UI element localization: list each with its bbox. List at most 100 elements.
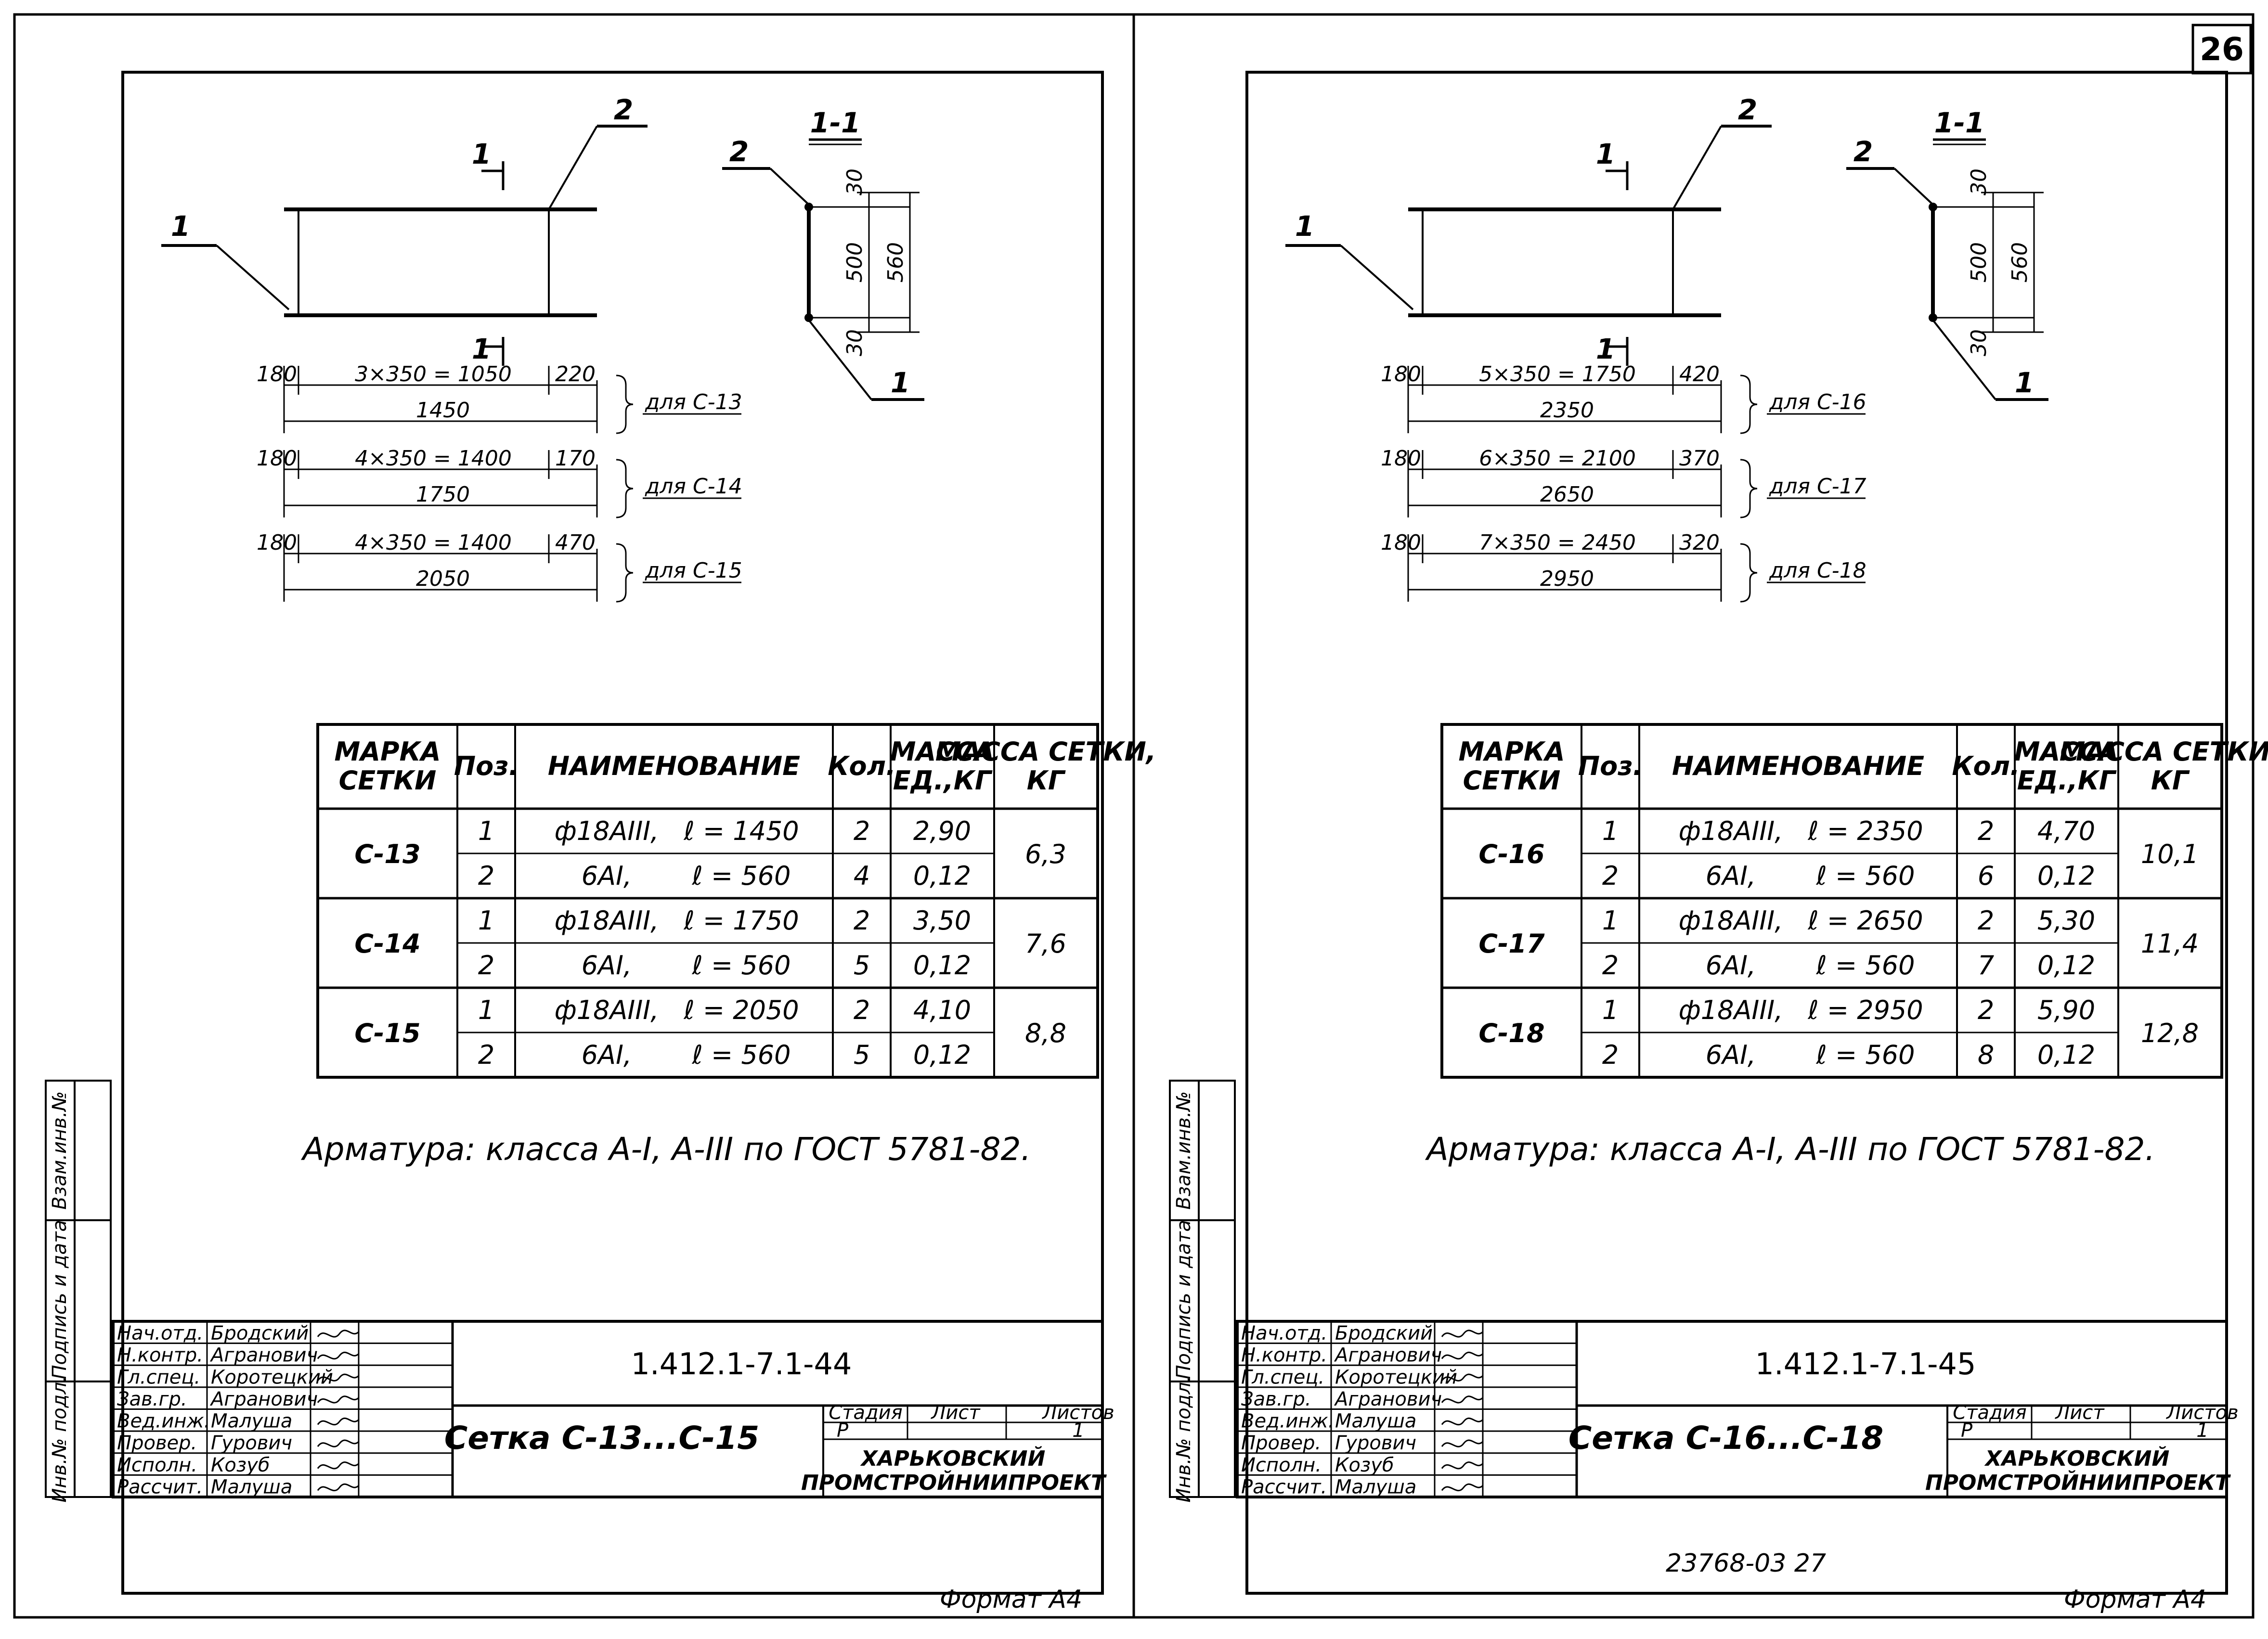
row-name: 6АI, [1706,861,1756,891]
dim-bar-spacing: 4×350 = 1400 [355,446,512,471]
side-label-replace: Взам.инв.№ [49,1091,71,1210]
stamp-name: Агранович [209,1344,318,1367]
row-quantity: 2 [1978,816,1994,846]
stage-header: Стадия [829,1402,902,1424]
organization-line-2: ПРОМСТРОЙНИИПРОЕКТ [801,1470,1107,1495]
dim-total-length: 1750 [416,482,470,507]
stamp-name: Малуша [1335,1410,1416,1433]
section-dim-bottom: 30 [1967,329,1991,356]
row-name: 6АI, [582,950,632,981]
section-dim-total: 560 [2008,242,2032,283]
leader-line [1893,168,1934,206]
format-label: Формат А4 [940,1585,1082,1614]
sheet-frame [1245,71,2228,1595]
signature-mark [1441,1483,1484,1492]
leader-line [808,319,872,400]
drawing-sheet: Инв.№ подл.Подпись и датаВзам.инв.№12111… [45,71,1156,1614]
row-quantity: 2 [854,816,870,846]
table-header: Кол. [1952,751,2020,781]
row-position: 2 [1602,950,1619,981]
row-quantity: 2 [1978,905,1994,936]
stamp-name: Малуша [211,1476,292,1498]
cut-mark-label: 1 [472,138,491,170]
side-strip [1169,1080,1236,1498]
dim-left-offset: 180 [257,446,297,471]
signature-mark [317,1439,360,1447]
signature-mark [1441,1439,1484,1447]
sheet-header: Лист [2054,1402,2105,1424]
section-position-1: 1 [891,366,910,399]
row-name: 6АI, [582,1040,632,1070]
dim-bar-spacing: 5×350 = 1750 [1479,362,1636,387]
row-unit-mass: 0,12 [913,1040,971,1070]
variant-label: для С-17 [1769,474,1866,499]
section-title: 1-1 [1934,106,1985,139]
row-unit-mass: 0,12 [2037,1040,2095,1070]
signature-mark [1441,1418,1484,1426]
cut-mark-label: 1 [1596,138,1615,170]
stamp-name: Коротецкий [1335,1366,1457,1388]
dim-bar-spacing: 3×350 = 1050 [355,362,512,387]
dim-total-length: 2350 [1540,398,1594,423]
variant-brace [1740,459,1758,518]
variant-brace [616,543,634,603]
row-unit-mass: 5,90 [2037,995,2095,1025]
row-position: 2 [1602,1040,1619,1070]
stamp-name: Бродский [1335,1322,1433,1344]
dim-bar-spacing: 4×350 = 1400 [355,530,512,555]
stamp-name: Козуб [1335,1454,1394,1476]
stamp-role: Вед.инж. [1241,1410,1334,1433]
stamp-name: Малуша [211,1410,292,1433]
table-header: Поз. [1578,751,1643,781]
stamp-role: Вед.инж. [117,1410,210,1433]
dim-total-length: 2050 [416,567,470,591]
mesh-total-mass: 7,6 [1025,929,1066,959]
row-length: ℓ = 560 [692,950,791,981]
organization-line-2: ПРОМСТРОЙНИИПРОЕКТ [1925,1470,2231,1495]
mesh-mark: С-14 [354,929,420,959]
row-length: ℓ = 2350 [1807,816,1923,846]
mesh-mark: С-17 [1478,929,1545,959]
side-label-inv: Инв.№ подл. [49,1376,71,1502]
row-position: 2 [478,861,494,891]
table-header: МАССА СЕТКИ,КГ [2060,736,2268,796]
mesh-total-mass: 11,4 [2141,929,2199,959]
side-label-replace: Взам.инв.№ [1173,1091,1195,1210]
row-length: ℓ = 1750 [683,905,799,936]
stamp-name: Гурович [1335,1432,1416,1454]
signature-mark [317,1395,360,1404]
drawing-code: 1.412.1-7.1-44 [631,1346,852,1381]
row-quantity: 2 [854,905,870,936]
stamp-role: Рассчит. [117,1476,203,1498]
signature-mark [317,1373,360,1381]
dim-left-offset: 180 [1381,530,1421,555]
signature-mark [1441,1329,1484,1338]
row-position: 1 [1602,905,1619,936]
row-unit-mass: 0,12 [2037,861,2095,891]
variant-label: для С-16 [1769,390,1866,414]
row-position: 1 [478,816,494,846]
section-dim-inner: 500 [1967,242,1991,283]
row-name: ф18АIII, [1679,995,1783,1025]
stamp-name: Агранович [1334,1344,1442,1367]
drawing-code: 1.412.1-7.1-45 [1755,1346,1976,1381]
row-length: ℓ = 2050 [683,995,799,1025]
stamp-name: Агранович [209,1388,318,1410]
stamp-role: Рассчит. [1241,1476,1327,1498]
stamp-role: Зав.гр. [1241,1388,1311,1410]
row-unit-mass: 2,90 [913,816,971,846]
stamp-name: Коротецкий [211,1366,333,1388]
row-quantity: 5 [854,1040,870,1070]
dim-total-length: 1450 [416,398,470,423]
row-unit-mass: 0,12 [913,950,971,981]
row-name: 6АI, [582,861,632,891]
stamp-role: Гл.спец. [117,1366,200,1388]
